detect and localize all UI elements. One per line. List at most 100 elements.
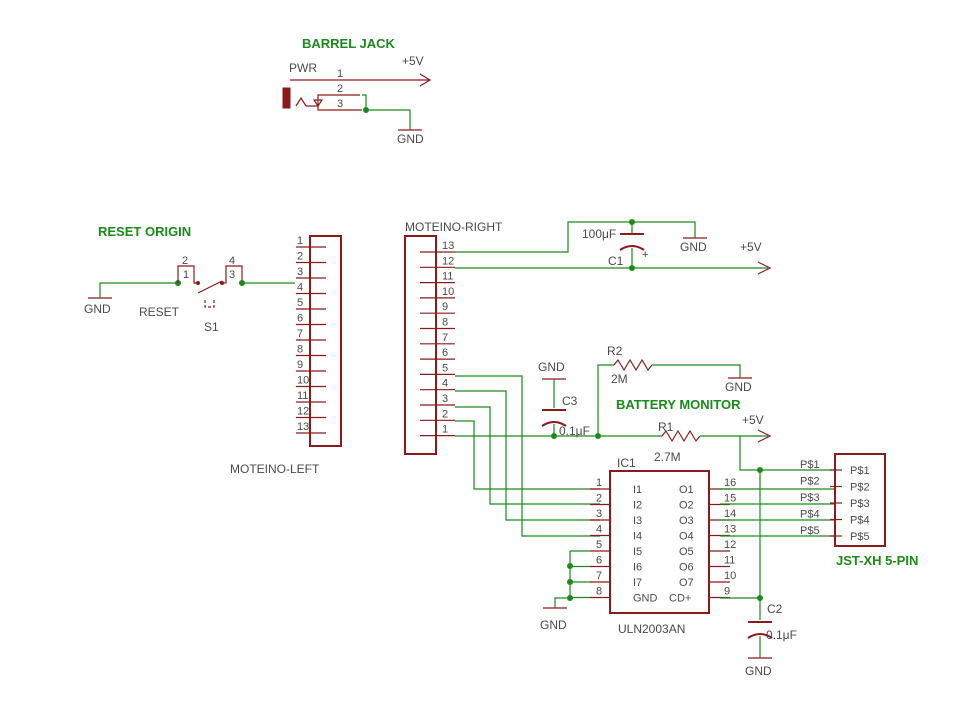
moteino-left-pin-num: 10 <box>297 375 309 387</box>
r2-name: R2 <box>607 344 623 358</box>
jst-pin-label: P$4 <box>850 515 870 527</box>
c1-plus-sign: + <box>642 249 648 261</box>
ic1-left-pin-num: 2 <box>596 493 602 505</box>
moteino-to-ic1-wires <box>455 375 600 537</box>
ic1-left-pin-label: I4 <box>633 531 642 543</box>
supply-to-jst-wire <box>739 436 835 471</box>
c3-junction <box>551 433 557 439</box>
jst-pin-label: P$5 <box>850 531 870 543</box>
pin4-to-i3-wire <box>455 390 600 521</box>
moteino-left-pin-num: 8 <box>297 344 303 356</box>
r1-resistor <box>661 429 701 443</box>
ic1-to-jst-wires <box>720 470 835 601</box>
jst-net-label: P$4 <box>800 509 820 521</box>
reset-button-label: RESET <box>139 305 180 319</box>
reset-pin2-num: 2 <box>182 255 188 267</box>
reset-switch-lever <box>197 280 223 294</box>
moteino-right-pin-num: 4 <box>442 378 448 390</box>
moteino-left-pin-num: 13 <box>297 421 309 433</box>
r2-value: 2M <box>611 372 628 386</box>
moteino-right-pin-num: 10 <box>442 286 454 298</box>
ic1-left-pin-label: I7 <box>633 577 642 589</box>
ic1-right-pin-label: O1 <box>679 484 694 496</box>
jst-net-label: P$2 <box>800 476 820 488</box>
c1-name: C1 <box>608 254 624 268</box>
reset-contact-left <box>196 281 200 285</box>
moteino-left-pin-num: 5 <box>297 297 303 309</box>
ic1-left-pin-num: 7 <box>596 570 602 582</box>
moteino-right-pin-num: 12 <box>442 255 454 267</box>
jst-pin-label: P$3 <box>850 498 870 510</box>
ic1-part: ULN2003AN <box>618 622 685 636</box>
ic1-uln2003an: IC1 ULN2003AN 1I12I23I34I45I56I67I78GND … <box>540 456 736 636</box>
reset-actuator <box>204 300 215 308</box>
reset-switch: RESET ORIGIN GND 2 1 4 3 RESET S1 <box>84 224 295 334</box>
jst-net-label: P$1 <box>800 459 820 471</box>
ic1-ground-tie-wire <box>554 551 571 608</box>
ic1-left-pin-num: 5 <box>596 539 602 551</box>
barrel-jack-ground-label: GND <box>397 132 424 146</box>
moteino-left-pin-num: 2 <box>297 251 303 263</box>
r2-right-wire <box>652 364 741 378</box>
ic1-left-pin-label: I6 <box>633 562 642 574</box>
moteino-left-pin-num: 3 <box>297 266 303 278</box>
ic1-left-pin-num: 1 <box>596 477 602 489</box>
c3-plate-bottom <box>541 421 567 427</box>
ic1-right-pin-label: O2 <box>679 500 694 512</box>
battery-monitor-supply-arrow <box>757 429 772 443</box>
pin5-to-i4-wire <box>455 375 600 537</box>
moteino-right-pin-num: 11 <box>442 271 453 283</box>
reset-title: RESET ORIGIN <box>98 224 191 239</box>
moteino-right-pin-num: 9 <box>442 301 448 313</box>
jst-pin-label: P$1 <box>850 465 870 477</box>
c3-name: C3 <box>562 394 578 408</box>
ic1-right-pin-label: O4 <box>679 531 694 543</box>
ic1-left-pin-label: I2 <box>633 500 642 512</box>
ic1-right-pin-num: 9 <box>724 586 730 598</box>
barrel-jack-title: BARREL JACK <box>302 36 396 51</box>
supply-top-label: +5V <box>740 240 762 254</box>
ic1-right-pin-label: O7 <box>679 577 694 589</box>
barrel-jack-pin3-line <box>295 96 362 111</box>
r2-resistor <box>613 358 653 372</box>
moteino-right-pin-num: 2 <box>442 408 448 420</box>
moteino-left-body <box>309 235 342 447</box>
c1-bottom-junction <box>629 265 635 271</box>
barrel-jack-ground-wire <box>362 94 411 130</box>
moteino-left-pin-num: 12 <box>297 406 309 418</box>
moteino-left-name: MOTEINO-LEFT <box>230 462 320 476</box>
moteino-left-pin-num: 6 <box>297 313 303 325</box>
r1-name: R1 <box>658 420 674 434</box>
pin2-to-i1-wire <box>455 420 600 490</box>
jst-net-label: P$3 <box>800 492 820 504</box>
r2-left-wire <box>597 364 614 436</box>
reset-pin4-num: 4 <box>229 255 235 267</box>
barrel-jack-pin3-num: 3 <box>337 98 343 110</box>
ic1-left-pin-label: GND <box>633 593 658 605</box>
r1-value: 2.7M <box>654 450 681 464</box>
reset-pins-left <box>177 265 198 284</box>
r2-junction <box>595 433 601 439</box>
barrel-jack-body <box>282 87 291 109</box>
ic1-right-pin-num: 14 <box>724 508 736 520</box>
c2-capacitor: GND C2 0.1μF <box>745 598 797 678</box>
moteino-right-pin-num: 1 <box>442 424 448 436</box>
reset-ground-wire <box>99 282 178 298</box>
ic1-body <box>609 470 710 614</box>
ic1-right-pin-num: 16 <box>724 477 736 489</box>
supply-top-arrow <box>757 261 772 275</box>
c2-name: C2 <box>767 602 783 616</box>
reset-pin3-num: 3 <box>229 269 235 281</box>
ic1-right-pin-num: 15 <box>724 493 736 505</box>
moteino-right-pin-num: 13 <box>442 240 454 252</box>
moteino-right-body <box>404 235 437 455</box>
ic1-right-pin-label: O6 <box>679 562 694 574</box>
moteino-right-pin-num: 8 <box>442 317 448 329</box>
barrel-jack-supply-label: +5V <box>402 54 424 68</box>
jst-net-label: P$5 <box>800 525 820 537</box>
ic1-left-pin-num: 4 <box>596 524 602 536</box>
barrel-jack-pin1-line <box>290 73 432 87</box>
